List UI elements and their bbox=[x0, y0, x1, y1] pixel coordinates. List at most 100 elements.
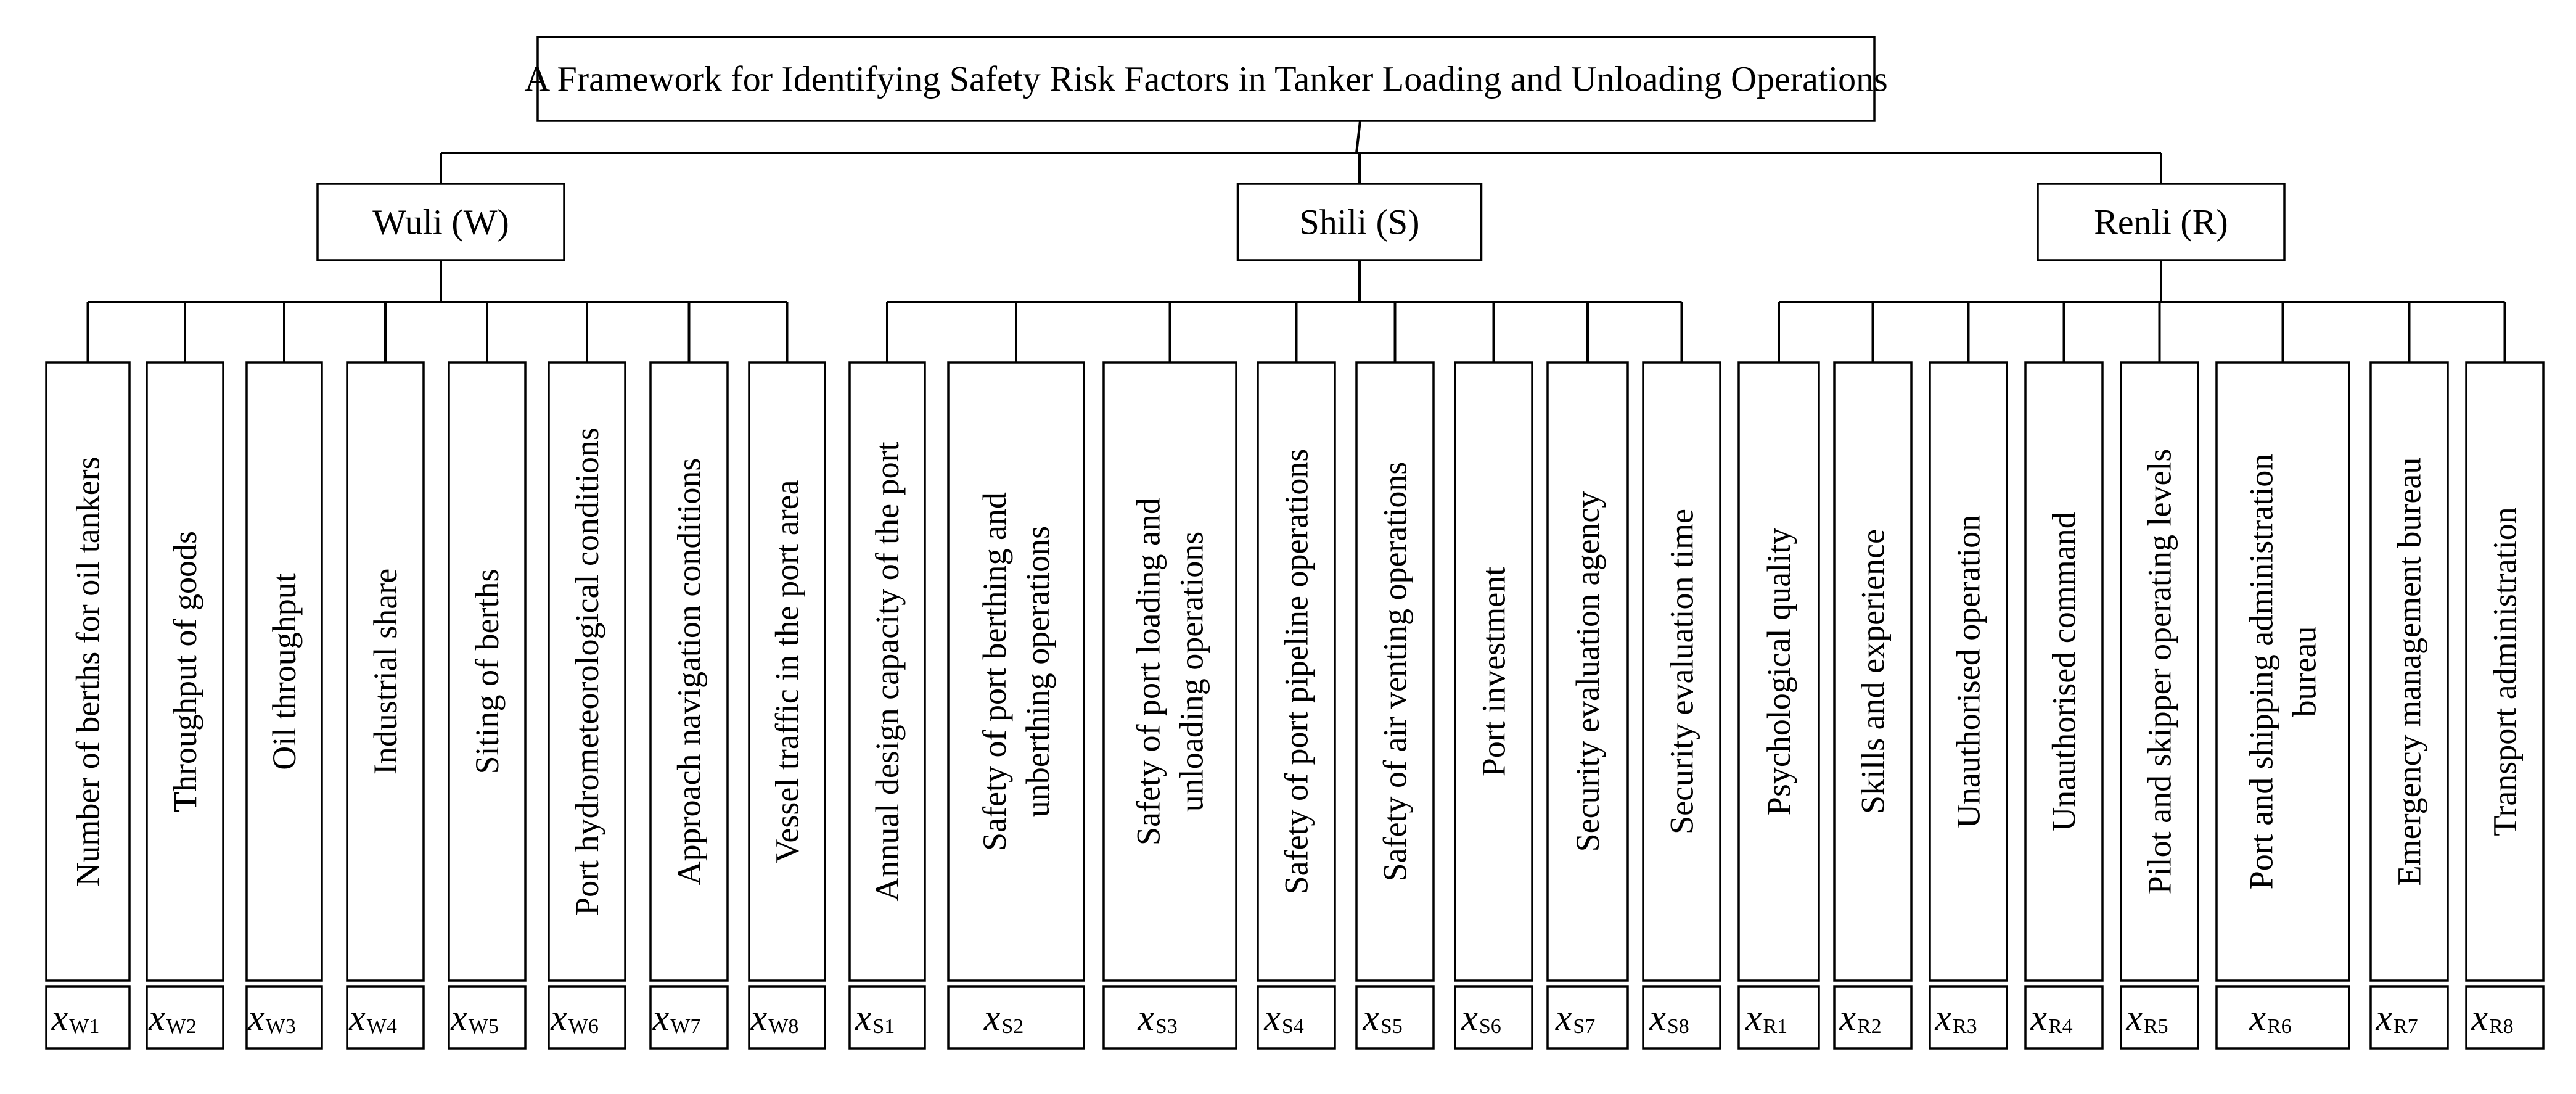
factor-box bbox=[2024, 361, 2104, 982]
root-node: A Framework for Identifying Safety Risk … bbox=[524, 36, 1888, 122]
factor-symbol-box bbox=[346, 985, 425, 1050]
factor-symbol-subscript: S5 bbox=[1380, 1015, 1403, 1038]
factor-label: Number of berths for oil tankers bbox=[70, 456, 107, 886]
connector-lines bbox=[86, 120, 2506, 363]
factor-label-line: Emergency management bureau bbox=[2391, 458, 2428, 886]
factor-symbol-box bbox=[1737, 985, 1820, 1050]
factor-symbol-variable: x bbox=[247, 997, 265, 1038]
factor-symbol-subscript: S8 bbox=[1667, 1015, 1689, 1038]
factor-box bbox=[1546, 361, 1629, 982]
factor-label-line: unberthing operations bbox=[1019, 526, 1056, 817]
category-node: Wuli (W) bbox=[316, 183, 565, 261]
factor-label-line: Safety of port pipeline operations bbox=[1278, 449, 1315, 895]
factor-symbol-subscript: R6 bbox=[2267, 1015, 2292, 1038]
factor-symbol-box bbox=[1454, 985, 1533, 1050]
factor-box bbox=[245, 361, 323, 982]
factor-symbol-subscript: R7 bbox=[2393, 1015, 2418, 1038]
factor-symbol: xW5 bbox=[450, 997, 499, 1038]
factor-symbol-variable: x bbox=[1461, 997, 1478, 1038]
factor-label-line: Transport administration bbox=[2487, 507, 2524, 836]
factor-symbol-variable: x bbox=[983, 997, 1001, 1038]
factor-symbol-box bbox=[2215, 985, 2350, 1050]
factor-symbol-variable: x bbox=[2125, 997, 2143, 1038]
factor-label-line: Oil throughput bbox=[266, 573, 303, 770]
factor-symbol-variable: x bbox=[1745, 997, 1762, 1038]
factor-box bbox=[1833, 361, 1913, 982]
category-label: Renli (R) bbox=[2094, 202, 2228, 242]
factor-box bbox=[146, 361, 224, 982]
factor-box bbox=[45, 361, 131, 982]
factor-symbol-variable: x bbox=[2471, 997, 2488, 1038]
factor-symbol-variable: x bbox=[1263, 997, 1281, 1038]
factor-box bbox=[947, 361, 1085, 982]
factor-label-line: Throughput of goods bbox=[166, 531, 203, 812]
factor-label-line: Port hydrometeorological conditions bbox=[568, 427, 605, 916]
factor-symbol-variable: x bbox=[1649, 997, 1666, 1038]
factor-symbol: xR8 bbox=[2471, 997, 2513, 1038]
category-box bbox=[1236, 183, 1483, 261]
factor-symbol-subscript: W1 bbox=[69, 1015, 99, 1038]
factor-label-line: Unauthorised operation bbox=[1950, 515, 1987, 828]
factor-box bbox=[1355, 361, 1435, 982]
factor-label-line: Unauthorised command bbox=[2046, 512, 2083, 831]
factor-label-line: Port investment bbox=[1475, 567, 1512, 776]
factor-label-line: Industrial share bbox=[367, 569, 404, 775]
factor-label-line: Number of berths for oil tankers bbox=[70, 456, 107, 886]
factor-label-line: Security evaluation agency bbox=[1569, 491, 1606, 852]
factor-label: Safety of port pipeline operations bbox=[1278, 449, 1315, 895]
factor-box bbox=[548, 361, 626, 982]
factor-node: Transport administration xR8 bbox=[2465, 361, 2545, 1050]
factor-symbol-box bbox=[848, 985, 926, 1050]
factor-symbol-box bbox=[2024, 985, 2104, 1050]
factor-box bbox=[1454, 361, 1533, 982]
diagram-title: A Framework for Identifying Safety Risk … bbox=[524, 59, 1887, 99]
factor-label: Security evaluation time bbox=[1663, 509, 1700, 834]
factor-label-line: Psychological quality bbox=[1760, 528, 1797, 815]
factor-node: Unauthorised command xR4 bbox=[2024, 361, 2104, 1050]
factor-label-line: Approach navigation conditions bbox=[671, 458, 708, 886]
factor-box bbox=[2465, 361, 2545, 982]
factor-symbol: xW2 bbox=[148, 997, 197, 1038]
factor-symbol: xW1 bbox=[51, 997, 100, 1038]
factor-label-line: Port and shipping administration bbox=[2243, 454, 2280, 889]
factor-symbol-variable: x bbox=[348, 997, 366, 1038]
factor-label: Oil throughput bbox=[266, 573, 303, 770]
factor-symbol-variable: x bbox=[652, 997, 670, 1038]
factor-symbol-variable: x bbox=[148, 997, 165, 1038]
factor-symbol: xW3 bbox=[247, 997, 296, 1038]
factor-symbol: xR6 bbox=[2249, 997, 2291, 1038]
factor-symbol: xS5 bbox=[1362, 997, 1403, 1038]
factor-symbol-variable: x bbox=[1362, 997, 1379, 1038]
factor-node: Security evaluation time xS8 bbox=[1642, 361, 1721, 1050]
factor-symbol-subscript: R2 bbox=[1857, 1015, 1882, 1038]
factor-box bbox=[1102, 361, 1237, 982]
factor-symbol-subscript: R8 bbox=[2489, 1015, 2514, 1038]
factor-symbol-variable: x bbox=[550, 997, 567, 1038]
factor-symbol-box bbox=[548, 985, 626, 1050]
factor-label: Security evaluation agency bbox=[1569, 491, 1606, 852]
category-box bbox=[2037, 183, 2286, 261]
factor-symbol-subscript: R4 bbox=[2048, 1015, 2073, 1038]
factor-symbol: xR7 bbox=[2375, 997, 2418, 1038]
factor-symbol-box bbox=[2465, 985, 2545, 1050]
factor-node: Port investment xS6 bbox=[1454, 361, 1533, 1050]
factor-node: Throughput of goods xW2 bbox=[146, 361, 224, 1050]
factor-symbol-subscript: S6 bbox=[1479, 1015, 1501, 1038]
factor-symbol-subscript: S2 bbox=[1001, 1015, 1023, 1038]
factor-symbol-box bbox=[245, 985, 323, 1050]
factor-symbol: xR4 bbox=[2030, 997, 2072, 1038]
factor-box bbox=[2120, 361, 2199, 982]
factor-symbol-subscript: R5 bbox=[2144, 1015, 2168, 1038]
factor-symbol-box bbox=[1642, 985, 1721, 1050]
